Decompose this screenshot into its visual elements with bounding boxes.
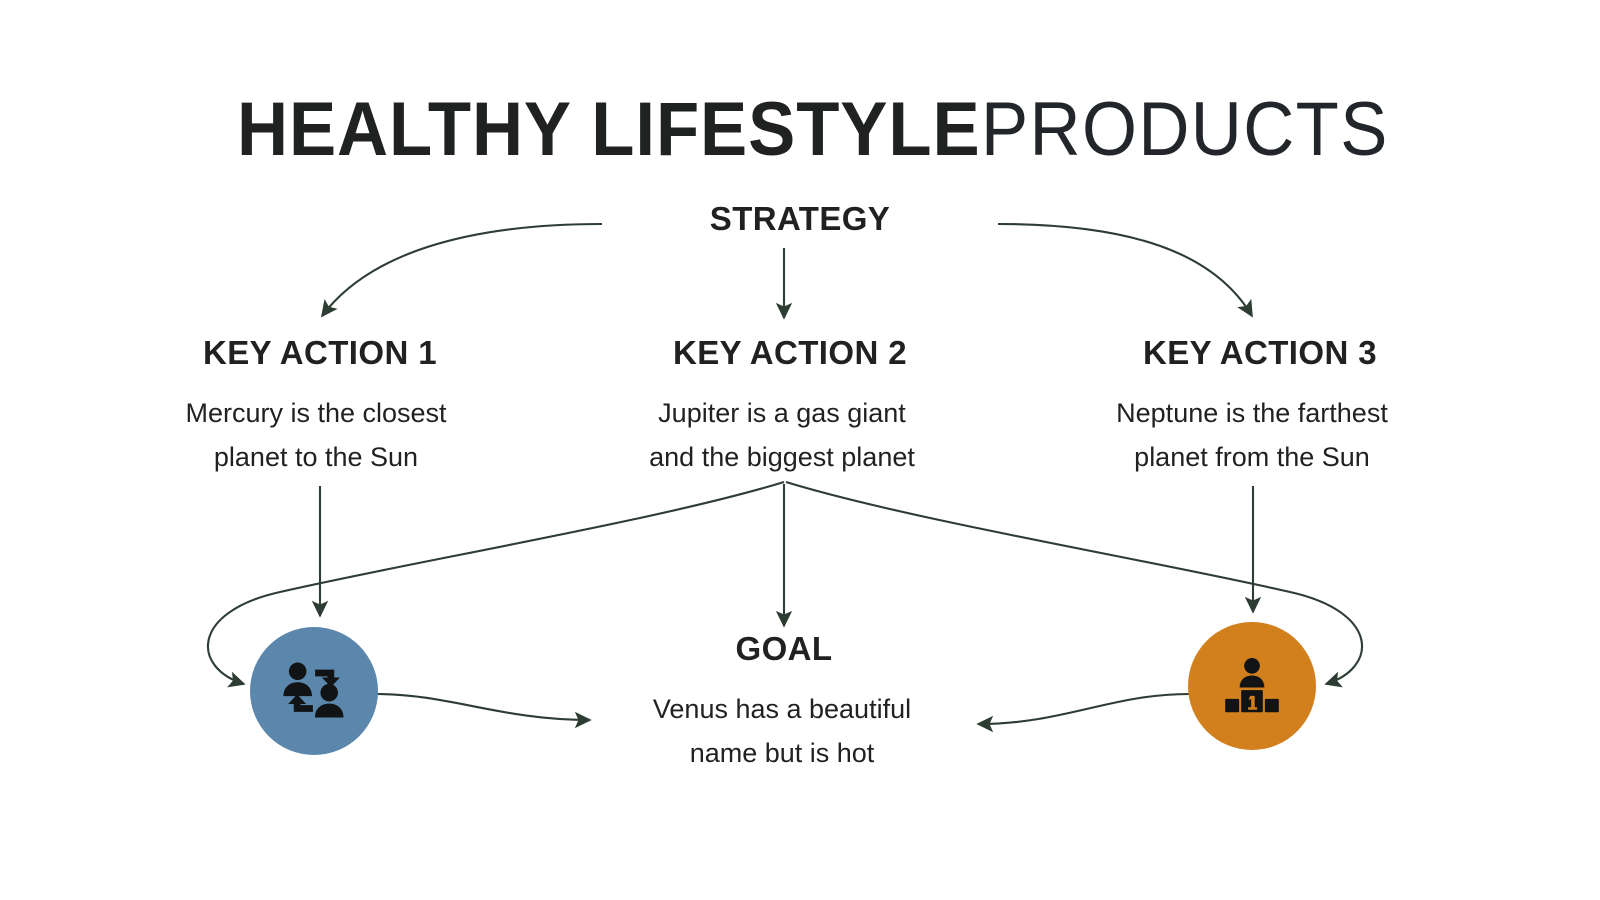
connector-collaboration-to-goal — [375, 692, 592, 729]
node-key-action-1-body-line-1: Mercury is the closest — [185, 398, 447, 428]
connector-strategy-to-ka1 — [320, 222, 603, 318]
node-winner-circle[interactable] — [1188, 622, 1316, 750]
node-key-action-2-body-line-2: and the biggest planet — [649, 441, 915, 472]
node-key-action-3-heading: KEY ACTION 3 — [1142, 334, 1377, 371]
node-goal-body-line-1: Venus has a beautiful — [652, 694, 912, 724]
node-key-action-2-body-line-1: Jupiter is a gas giant — [658, 398, 906, 428]
page-title-strong: HEALTHY LIFESTYLE — [236, 87, 981, 172]
node-goal-body-line-2: name but is hot — [689, 737, 875, 768]
connector-winner-to-goal — [976, 692, 1191, 733]
users-exchange-icon — [283, 662, 344, 718]
node-key-action-3-body-line-1: Neptune is the farthest — [1116, 398, 1388, 428]
connector-strategy-to-ka3 — [997, 222, 1253, 318]
node-key-action-1-body-line-2: planet to the Sun — [213, 441, 419, 472]
page-title: HEALTHY LIFESTYLEPRODUCTS — [0, 86, 1600, 173]
node-key-action-2-body: Jupiter is a gas giant and the biggest p… — [582, 392, 982, 479]
node-key-action-2-heading: KEY ACTION 2 — [672, 334, 907, 371]
podium-winner-icon — [1225, 658, 1279, 713]
node-key-action-3-body: Neptune is the farthest planet from the … — [1052, 392, 1452, 479]
node-goal-body: Venus has a beautiful name but is hot — [582, 688, 982, 775]
node-key-action-1-heading: KEY ACTION 1 — [202, 334, 437, 371]
node-goal-heading: GOAL — [735, 630, 833, 667]
node-strategy-label: STRATEGY — [709, 200, 891, 237]
node-key-action-3-body-line-2: planet from the Sun — [1134, 441, 1370, 472]
page-title-light: PRODUCTS — [980, 87, 1389, 172]
node-key-action-1-body: Mercury is the closest planet to the Sun — [116, 392, 516, 479]
node-collaboration-circle[interactable] — [250, 627, 378, 755]
